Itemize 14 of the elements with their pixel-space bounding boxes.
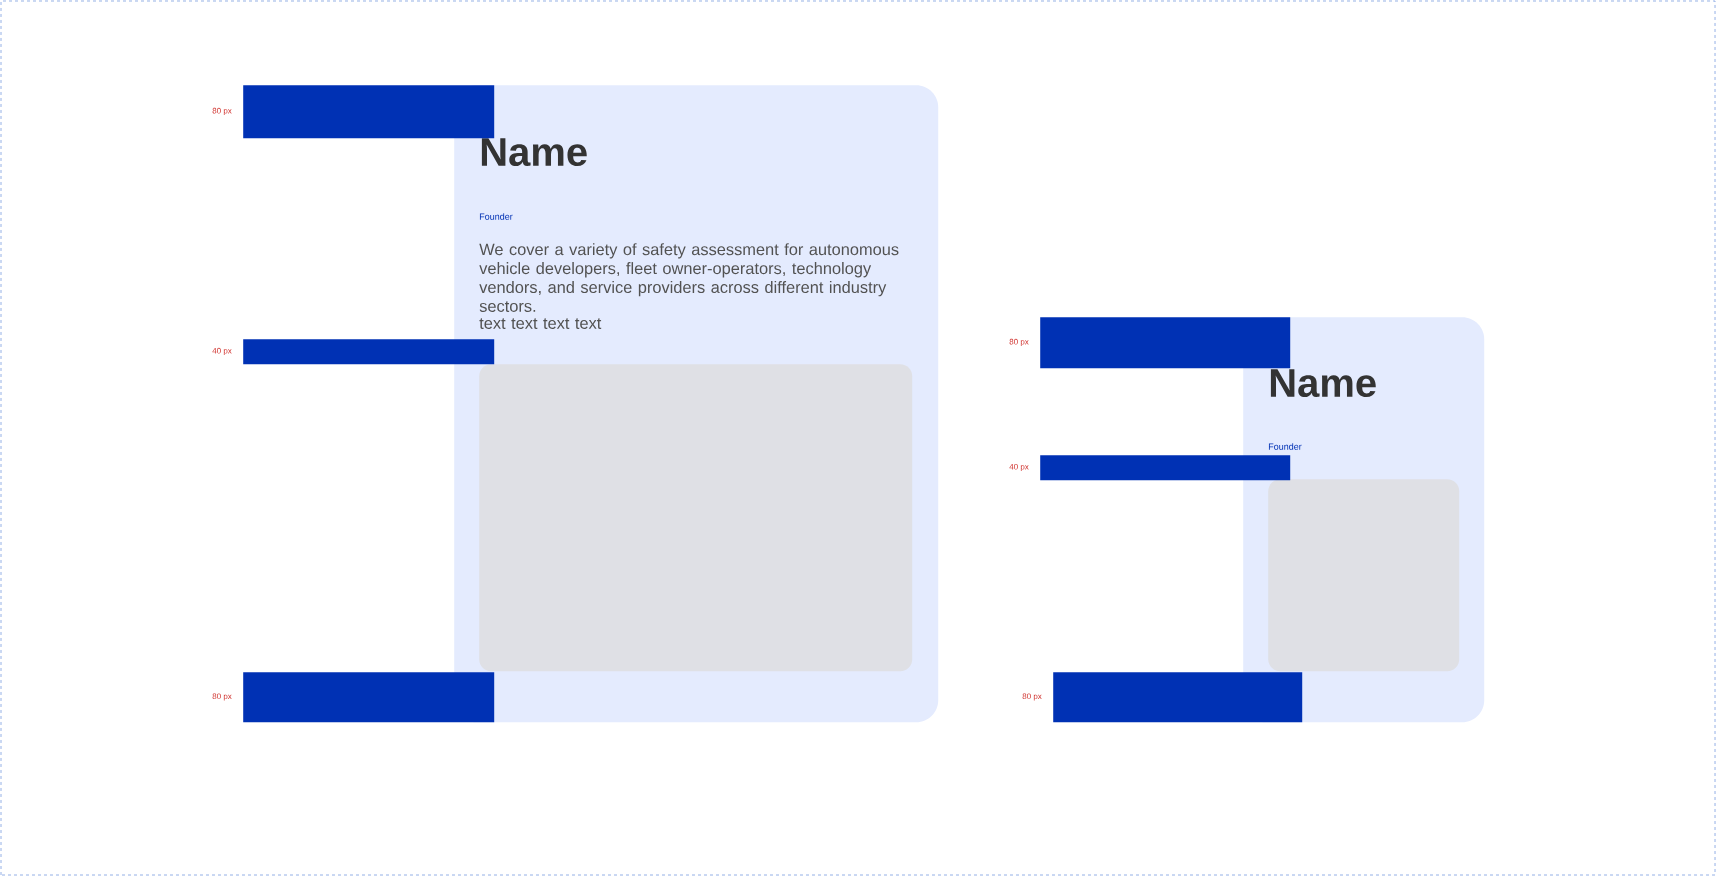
spacing-label: 40 px	[1009, 463, 1029, 472]
description-text: text text text text	[479, 318, 602, 329]
spacing-label: 80 px	[212, 107, 232, 116]
role-label: Founder	[479, 213, 513, 220]
spacing-label: 80 px	[212, 693, 232, 701]
name-heading: Name	[1270, 369, 1376, 398]
spacing-label: 80 px	[1022, 693, 1042, 701]
name-heading: Name	[481, 138, 587, 167]
image-placeholder	[479, 364, 913, 672]
description-text: We cover a variety of safety assessment for autonomous vehicle developers, fleet owner-operators, technology vendors, and service providers across different industry sectors.	[479, 243, 899, 312]
image-placeholder	[1268, 479, 1460, 672]
role-label: Founder	[1268, 443, 1302, 450]
spacing-label: 80 px	[1009, 338, 1029, 347]
spacing-label: 40 px	[212, 347, 232, 356]
